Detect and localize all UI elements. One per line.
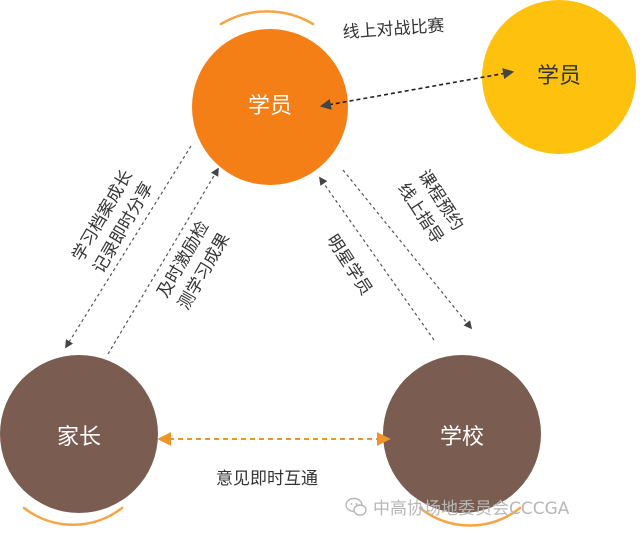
star-student-label: 明星学员 bbox=[322, 231, 376, 299]
student-main-node bbox=[192, 29, 348, 185]
wechat-icon bbox=[345, 497, 367, 516]
online-match-label: 线上对战比赛 bbox=[342, 15, 445, 43]
parent-node bbox=[0, 355, 158, 513]
parent-label: 家长 bbox=[57, 425, 101, 450]
school-label: 学校 bbox=[440, 425, 484, 450]
course-arrow bbox=[342, 169, 473, 330]
bottom-right-arc bbox=[418, 506, 522, 527]
instant-comm-label: 意见即时互通 bbox=[216, 469, 318, 489]
watermark: 中高协场地委员会CCCGA bbox=[345, 494, 569, 519]
school-node bbox=[383, 355, 541, 513]
bottom-left-arc bbox=[22, 506, 124, 526]
top-arc bbox=[219, 10, 315, 26]
student-main-label: 学员 bbox=[248, 94, 292, 119]
student-remote-label: 学员 bbox=[537, 64, 581, 89]
student-remote-node bbox=[482, 0, 636, 154]
watermark-text: 中高协场地委员会CCCGA bbox=[373, 499, 570, 519]
